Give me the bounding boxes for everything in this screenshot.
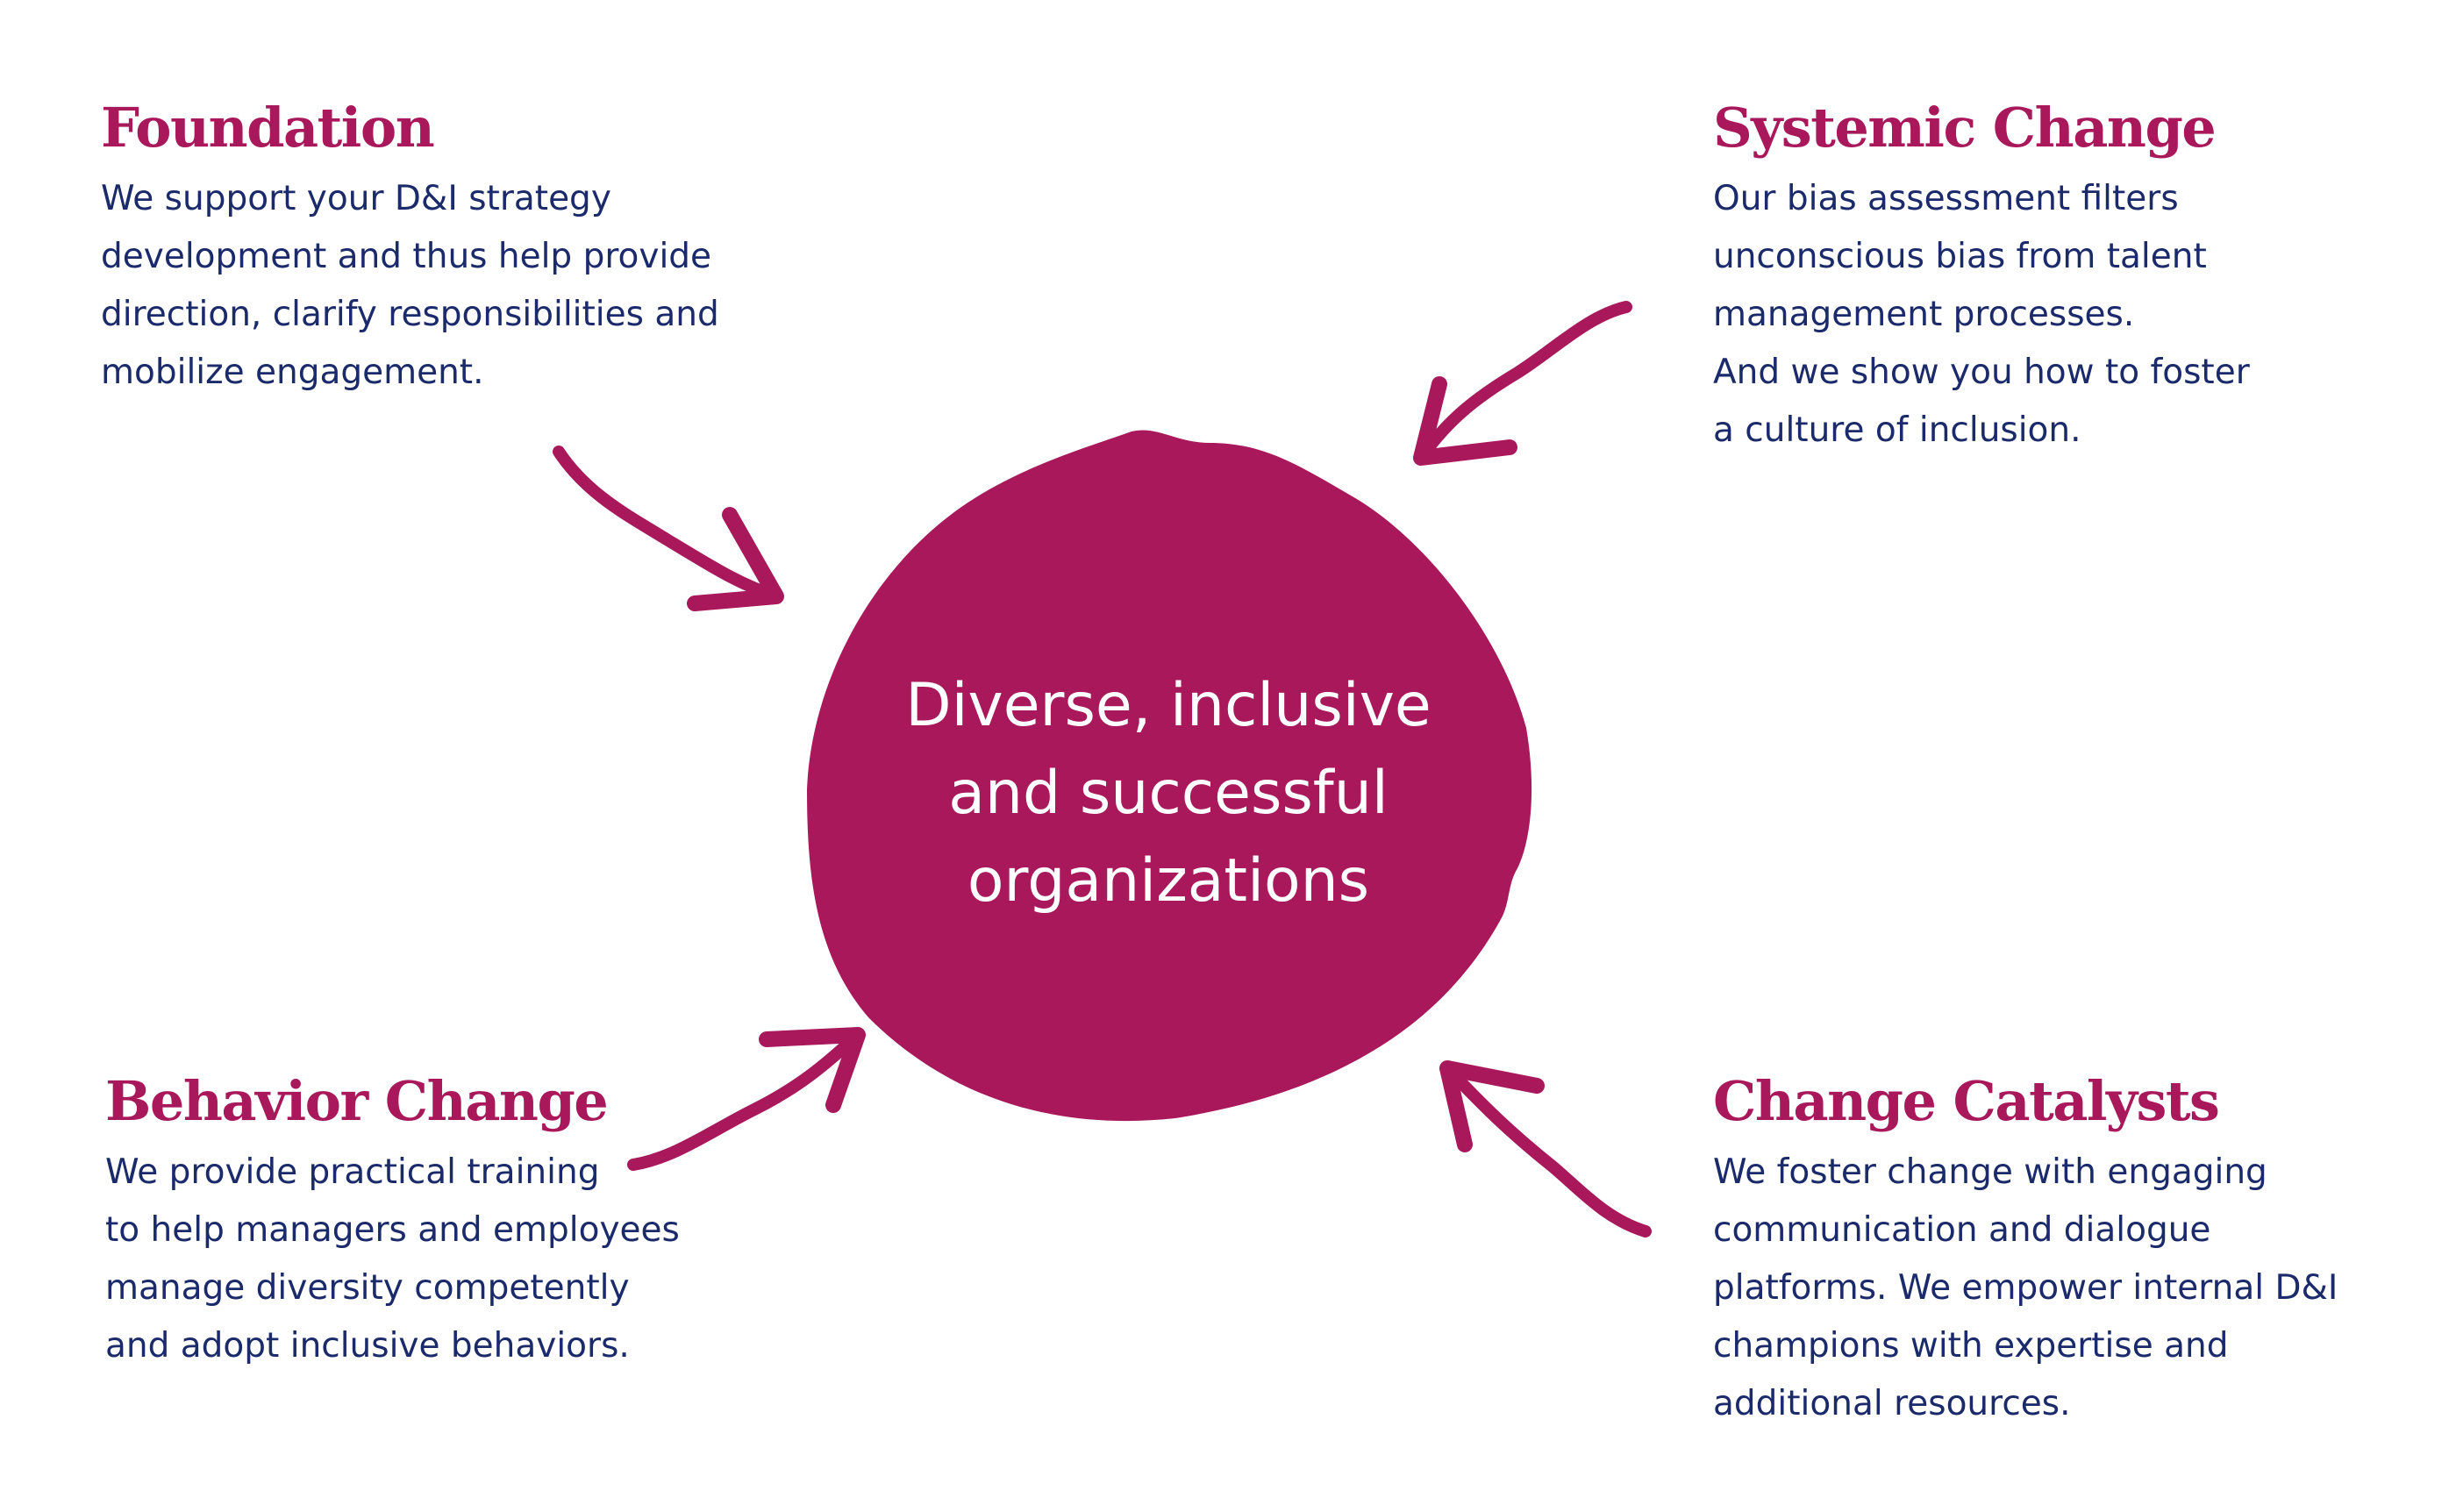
- behavior-change-title: Behavior Change: [105, 1069, 609, 1133]
- center-line: organizations: [967, 846, 1370, 916]
- text-line: platforms. We empower internal D&I: [1713, 1268, 2338, 1309]
- text-line: development and thus help provide: [101, 237, 712, 277]
- text-line: champions with expertise and: [1713, 1326, 2229, 1366]
- center-blob: [807, 430, 1532, 1122]
- change-catalysts-title: Change Catalysts: [1713, 1069, 2220, 1133]
- text-line: communication and dialogue: [1713, 1210, 2211, 1251]
- foundation-description: We support your D&I strategy development…: [101, 170, 719, 402]
- text-line: additional resources.: [1713, 1384, 2071, 1424]
- text-line: and adopt inclusive behaviors.: [105, 1326, 630, 1366]
- systemic-change-description: Our bias assessment filters unconscious …: [1713, 170, 2250, 460]
- text-line: a culture of inclusion.: [1713, 410, 2081, 451]
- text-line: We support your D&I strategy: [101, 179, 611, 219]
- arrow-foundation: [553, 446, 784, 611]
- text-line: to help managers and employees: [105, 1210, 680, 1251]
- text-line: mobilize engagement.: [101, 353, 484, 393]
- arrow-behavior: [627, 1027, 866, 1171]
- text-line: unconscious bias from talent: [1713, 237, 2207, 277]
- text-line: management processes.: [1713, 295, 2135, 335]
- text-line: We foster change with engaging: [1713, 1152, 2267, 1193]
- change-catalysts-section: Change Catalysts We foster change with e…: [1713, 1069, 2338, 1433]
- text-line: Our bias assessment filters: [1713, 179, 2179, 219]
- systemic-change-title: Systemic Change: [1713, 96, 2217, 160]
- text-line: And we show you how to foster: [1713, 353, 2250, 393]
- foundation-section: Foundation We support your D&I strategy …: [101, 96, 719, 402]
- arrow-catalysts: [1439, 1060, 1652, 1237]
- center-statement: Diverse, inclusive and successful organi…: [817, 662, 1519, 925]
- behavior-change-description: We provide practical training to help ma…: [105, 1144, 680, 1375]
- systemic-change-section: Systemic Change Our bias assessment filt…: [1713, 96, 2250, 460]
- arrow-systemic: [1413, 301, 1632, 466]
- foundation-title: Foundation: [101, 96, 435, 160]
- text-line: We provide practical training: [105, 1152, 600, 1193]
- behavior-change-section: Behavior Change We provide practical tra…: [105, 1069, 680, 1375]
- text-line: manage diversity competently: [105, 1268, 630, 1309]
- center-line: and successful: [948, 759, 1389, 828]
- center-line: Diverse, inclusive: [905, 671, 1431, 740]
- change-catalysts-description: We foster change with engaging communica…: [1713, 1144, 2338, 1433]
- text-line: direction, clarify responsibilities and: [101, 295, 719, 335]
